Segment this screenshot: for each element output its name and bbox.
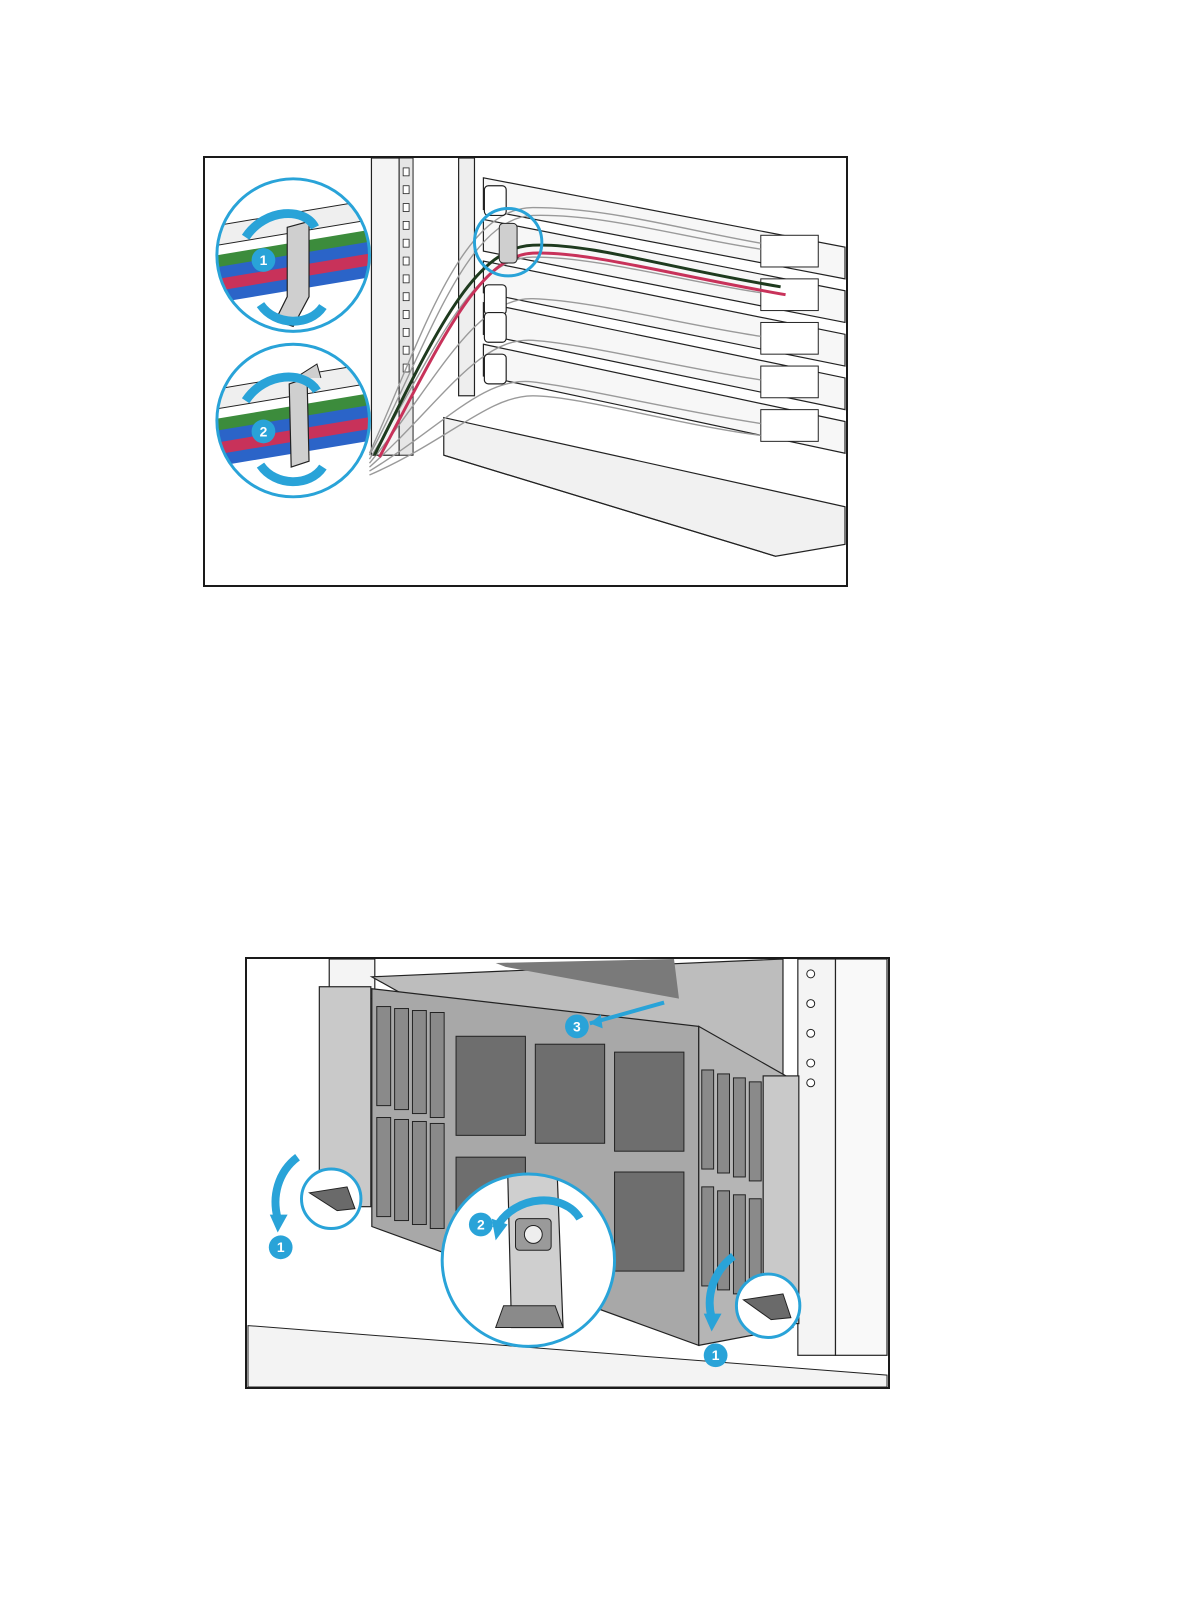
server-removal-illustration: 3 1 2 1 bbox=[245, 957, 890, 1389]
callout-2-label: 2 bbox=[260, 423, 268, 439]
cable-strap-drawing: 1 2 bbox=[205, 158, 846, 585]
server-removal-drawing: 3 1 2 1 bbox=[247, 959, 888, 1387]
callout-3-label: 3 bbox=[573, 1018, 581, 1034]
inset-step-1: 1 bbox=[206, 178, 384, 337]
cable-strap-illustration: 1 2 bbox=[203, 156, 848, 587]
inset-step-2: 2 bbox=[206, 336, 384, 504]
callout-1-right-label: 1 bbox=[712, 1347, 720, 1363]
callout-1-left-label: 1 bbox=[277, 1239, 285, 1255]
callout-2-label: 2 bbox=[477, 1216, 485, 1232]
callout-1-label: 1 bbox=[260, 252, 268, 268]
